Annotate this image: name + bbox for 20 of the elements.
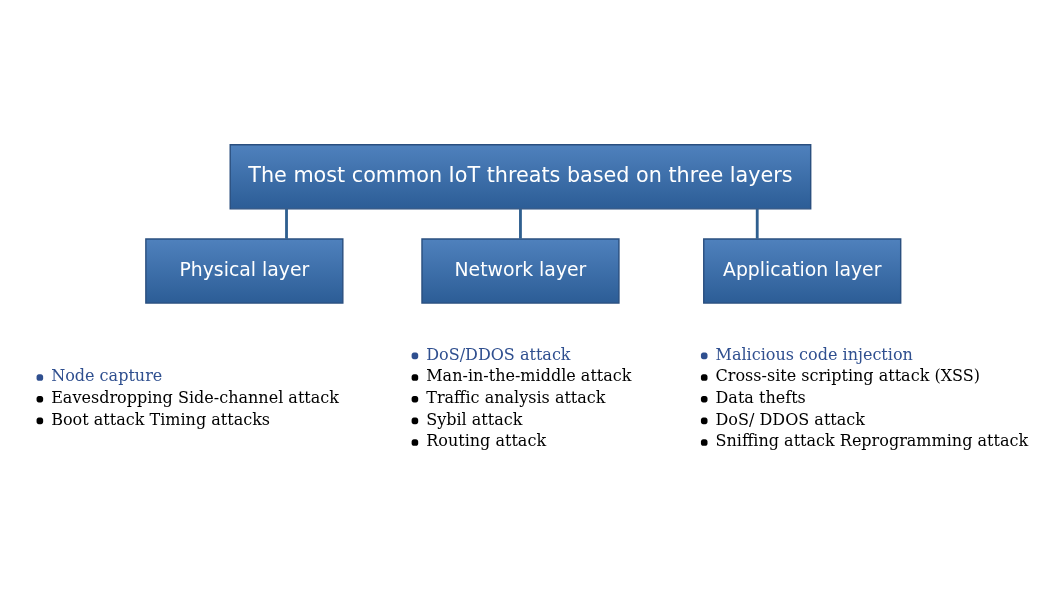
node-label: Cross-site scripting attack (XSS) (715, 366, 981, 386)
node-label: Malicious code injection (715, 344, 913, 364)
node-label: Routing attack (426, 431, 547, 451)
node-box: Physical layer (145, 238, 344, 304)
node-label: Traffic analysis attack (426, 388, 606, 408)
node-label: Node capture (51, 366, 163, 386)
connector (755, 208, 759, 239)
connector (519, 208, 522, 239)
node-label: DoS/DDOS attack (426, 344, 571, 364)
node-label: Man-in-the-middle attack (426, 366, 632, 386)
node-label: Sybil attack (426, 409, 523, 429)
node-label: Eavesdropping Side-channel attack (51, 388, 340, 408)
node-box: The most common IoT threats based on three layers (229, 144, 812, 210)
node-label: DoS/ DDOS attack (715, 409, 865, 429)
node-box: Application layer (703, 238, 902, 304)
node-label: Data thefts (715, 388, 806, 408)
node-label: Sniffing attack Reprogramming attack (715, 431, 1029, 451)
node-label: Boot attack Timing attacks (51, 409, 271, 429)
node-box: Network layer (421, 238, 620, 304)
connector (285, 208, 288, 239)
